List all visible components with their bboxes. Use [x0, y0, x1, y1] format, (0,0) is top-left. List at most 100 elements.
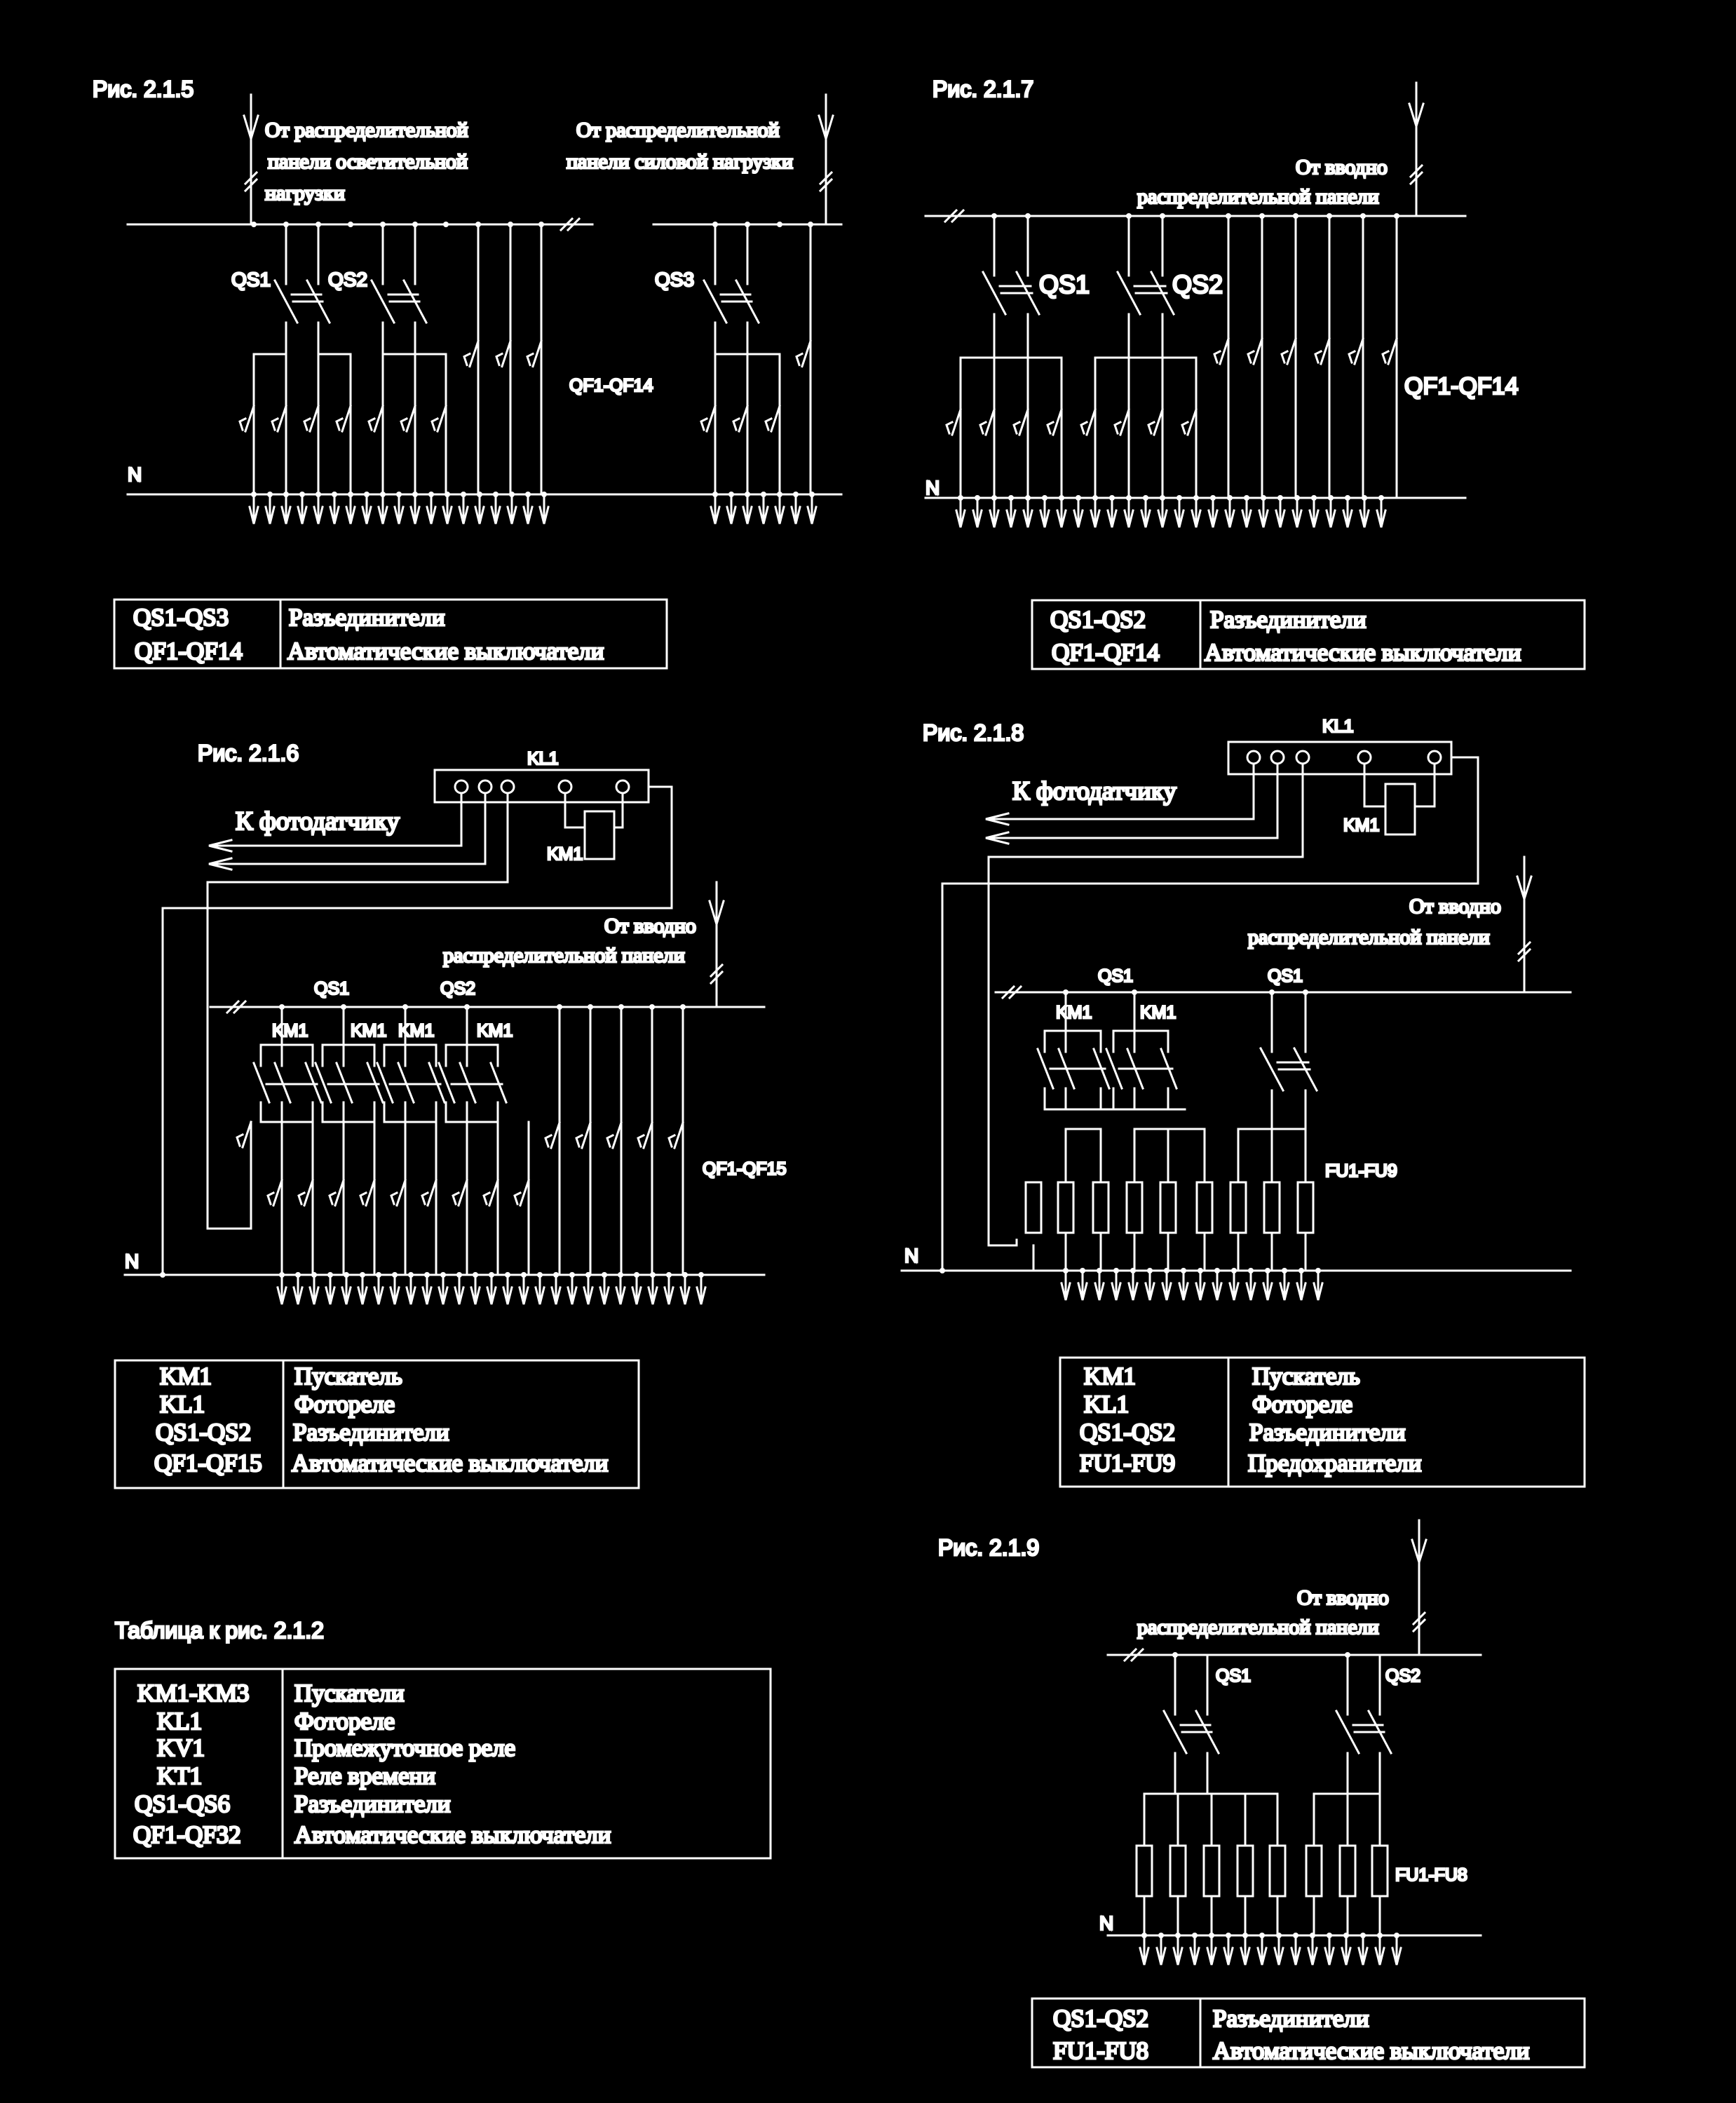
outgoing-arrow — [1140, 509, 1151, 528]
km1-label: KM1 — [398, 1021, 434, 1041]
breaker-mark — [1213, 337, 1230, 365]
outgoing-arrow — [1374, 1947, 1385, 1966]
circuit-breaker-symbol — [266, 1179, 283, 1207]
outgoing-arrow — [313, 506, 324, 525]
breaker-mark — [732, 405, 749, 433]
outgoing-arrow — [522, 506, 534, 525]
fuse-symbol — [1092, 1181, 1110, 1234]
feed-note-line2: распределительной панели — [443, 944, 685, 967]
table-code: QS1-QS2 — [156, 1419, 251, 1446]
feed-note-line1: От вводно — [1296, 156, 1388, 179]
table-fig-2-1-7: QS1-QS2 Разъединители QF1-QF14 Автоматич… — [1031, 599, 1586, 670]
circuit-breaker-symbol — [637, 1121, 653, 1149]
circuit-breaker-symbol — [367, 405, 384, 433]
fuse-symbol — [1057, 1181, 1075, 1234]
figure-2-1-9: Рис. 2.1.9 От вводно распределительной п… — [937, 1519, 1482, 1966]
fuse-symbol — [1169, 1844, 1187, 1898]
breaker-mark — [1113, 408, 1130, 436]
fuse-symbol — [1296, 1181, 1315, 1234]
circuit-breaker-symbol — [430, 405, 447, 433]
outgoing-arrow — [1144, 1282, 1155, 1301]
circuit-breaker-symbol — [495, 339, 512, 368]
breaker-mark — [544, 1121, 561, 1149]
breaker-mark — [271, 405, 287, 433]
km1-label: KM1 — [272, 1021, 308, 1041]
table-fig-2-1-8: KM1 Пускатель KL1 Фотореле QS1-QS2 Разъе… — [1059, 1356, 1586, 1488]
outgoing-arrow — [1191, 509, 1202, 528]
circuit-breaker-symbol — [700, 405, 717, 433]
breaker-mark — [303, 405, 320, 433]
breaker-mark — [637, 1121, 653, 1149]
circuit-breaker-symbol — [1314, 337, 1331, 365]
figure-2-1-6: Рис. 2.1.6 KL1 KM1 К фотодатчику От ввод… — [123, 740, 787, 1305]
neutral-label: N — [904, 1245, 918, 1266]
table-fig-2-1-2: Таблица к рис. 2.1.2 KM1-KM3 Пускатели K… — [114, 1617, 772, 1860]
feed-note-line1: От распределительной — [576, 119, 780, 142]
outgoing-arrow — [470, 1286, 481, 1305]
kl1-label: KL1 — [1322, 717, 1353, 736]
disconnector-blade — [369, 278, 396, 325]
outgoing-arrow — [1391, 1947, 1402, 1966]
feed-note-line2: панели осветительной — [268, 150, 468, 173]
outgoing-arrow — [972, 509, 983, 528]
table-desc: Фотореле — [294, 1391, 395, 1418]
circuit-breaker-symbol — [390, 1179, 407, 1207]
figure-title: Рис. 2.1.5 — [93, 76, 194, 102]
contactor-blade — [397, 1062, 415, 1104]
fuse-symbol — [1263, 1181, 1281, 1234]
disconnector-symbol — [1115, 215, 1176, 359]
fuse-symbol — [1202, 1844, 1221, 1898]
table-desc: Разъединители — [1249, 1419, 1405, 1446]
outgoing-arrow — [1207, 509, 1219, 528]
qs2-label: QS2 — [1172, 270, 1223, 299]
km1-coil-label: KM1 — [547, 844, 583, 864]
outgoing-arrow — [1357, 1947, 1369, 1966]
outgoing-arrow — [1273, 1947, 1284, 1966]
qf-label: QF1-QF15 — [703, 1159, 786, 1179]
fuse-symbol — [1024, 1181, 1043, 1234]
circuit-breaker-symbol — [359, 1179, 376, 1207]
breaker-mark — [700, 405, 717, 433]
figure-title: Рис. 2.1.9 — [938, 1535, 1039, 1560]
circuit-breaker-symbol — [1012, 408, 1029, 436]
outgoing-arrow — [1056, 509, 1067, 528]
outgoing-arrow — [329, 506, 340, 525]
breaker-mark — [266, 1179, 283, 1207]
breaker-mark — [526, 339, 543, 368]
breaker-mark — [367, 405, 384, 433]
fu-label: FU1-FU8 — [1395, 1865, 1467, 1885]
table-desc: Пускатель — [1252, 1362, 1360, 1390]
fuse-symbol — [1159, 1181, 1177, 1234]
breaker-mark — [979, 408, 996, 436]
circuit-breaker-symbol — [482, 1179, 499, 1207]
circuit-breaker-symbol — [513, 1179, 530, 1207]
fuse-symbol — [1236, 1844, 1254, 1898]
table-desc: Автоматические выключатели — [292, 1449, 608, 1477]
outgoing-arrow — [1376, 509, 1387, 528]
junction-dot — [777, 222, 782, 227]
outgoing-arrow — [357, 1286, 368, 1305]
breaker-mark — [1181, 408, 1198, 436]
outgoing-arrow — [726, 506, 737, 525]
outgoing-arrow — [955, 509, 966, 528]
circuit-breaker-symbol — [452, 1179, 468, 1207]
breaker-mark — [1012, 408, 1029, 436]
circuit-breaker-symbol — [1113, 408, 1130, 436]
photo-sensor-label: К фотодатчику — [1012, 777, 1176, 806]
breaker-mark — [1080, 408, 1097, 436]
feed-note-line1: От вводно — [604, 914, 696, 938]
circuit-breaker-symbol — [238, 405, 255, 433]
outgoing-arrow — [377, 506, 388, 525]
table-desc: Промежуточное реле — [294, 1734, 515, 1761]
feed-note-line1: От вводно — [1409, 895, 1501, 918]
km1-label: KM1 — [1140, 1003, 1176, 1022]
table-code: QF1-QF15 — [154, 1449, 262, 1477]
table-fig-2-1-9: QS1-QS2 Разъединители FU1-FU8 Автоматиче… — [1031, 1997, 1586, 2069]
outgoing-arrow — [1206, 1947, 1217, 1966]
table-code: KL1 — [160, 1391, 205, 1418]
outgoing-arrow — [426, 506, 437, 525]
table-desc: Автоматические выключатели — [287, 637, 604, 665]
outgoing-arrow — [454, 1286, 465, 1305]
qs1-label: QS1 — [231, 269, 271, 290]
table-fig-2-1-6: KM1 Пускатель KL1 Фотореле QS1-QS2 Разъе… — [114, 1359, 640, 1489]
